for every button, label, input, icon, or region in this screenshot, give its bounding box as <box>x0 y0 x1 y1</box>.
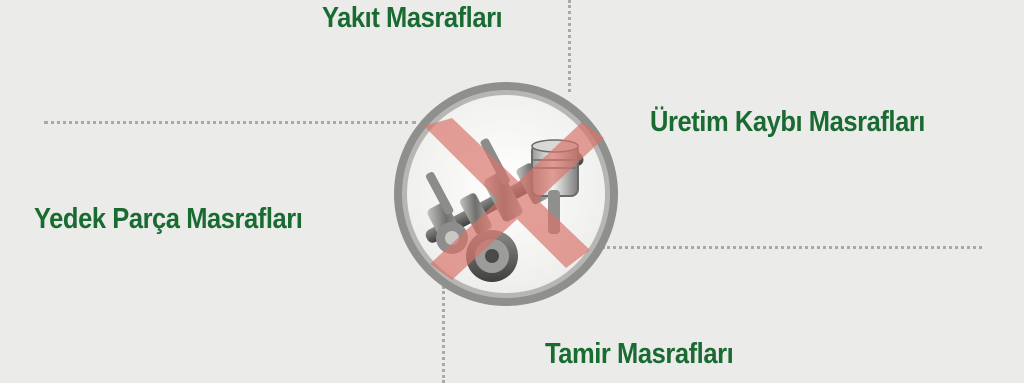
connector-line-left <box>44 121 416 124</box>
engine-piston-crossed-icon <box>390 78 622 310</box>
label-production-loss-costs: Üretim Kaybı Masrafları <box>650 106 925 139</box>
label-fuel-costs: Yakıt Masrafları <box>322 2 502 35</box>
connector-line-right <box>602 246 982 249</box>
label-repair-costs: Tamir Masrafları <box>545 338 733 371</box>
label-spare-parts-costs: Yedek Parça Masrafları <box>34 203 302 236</box>
